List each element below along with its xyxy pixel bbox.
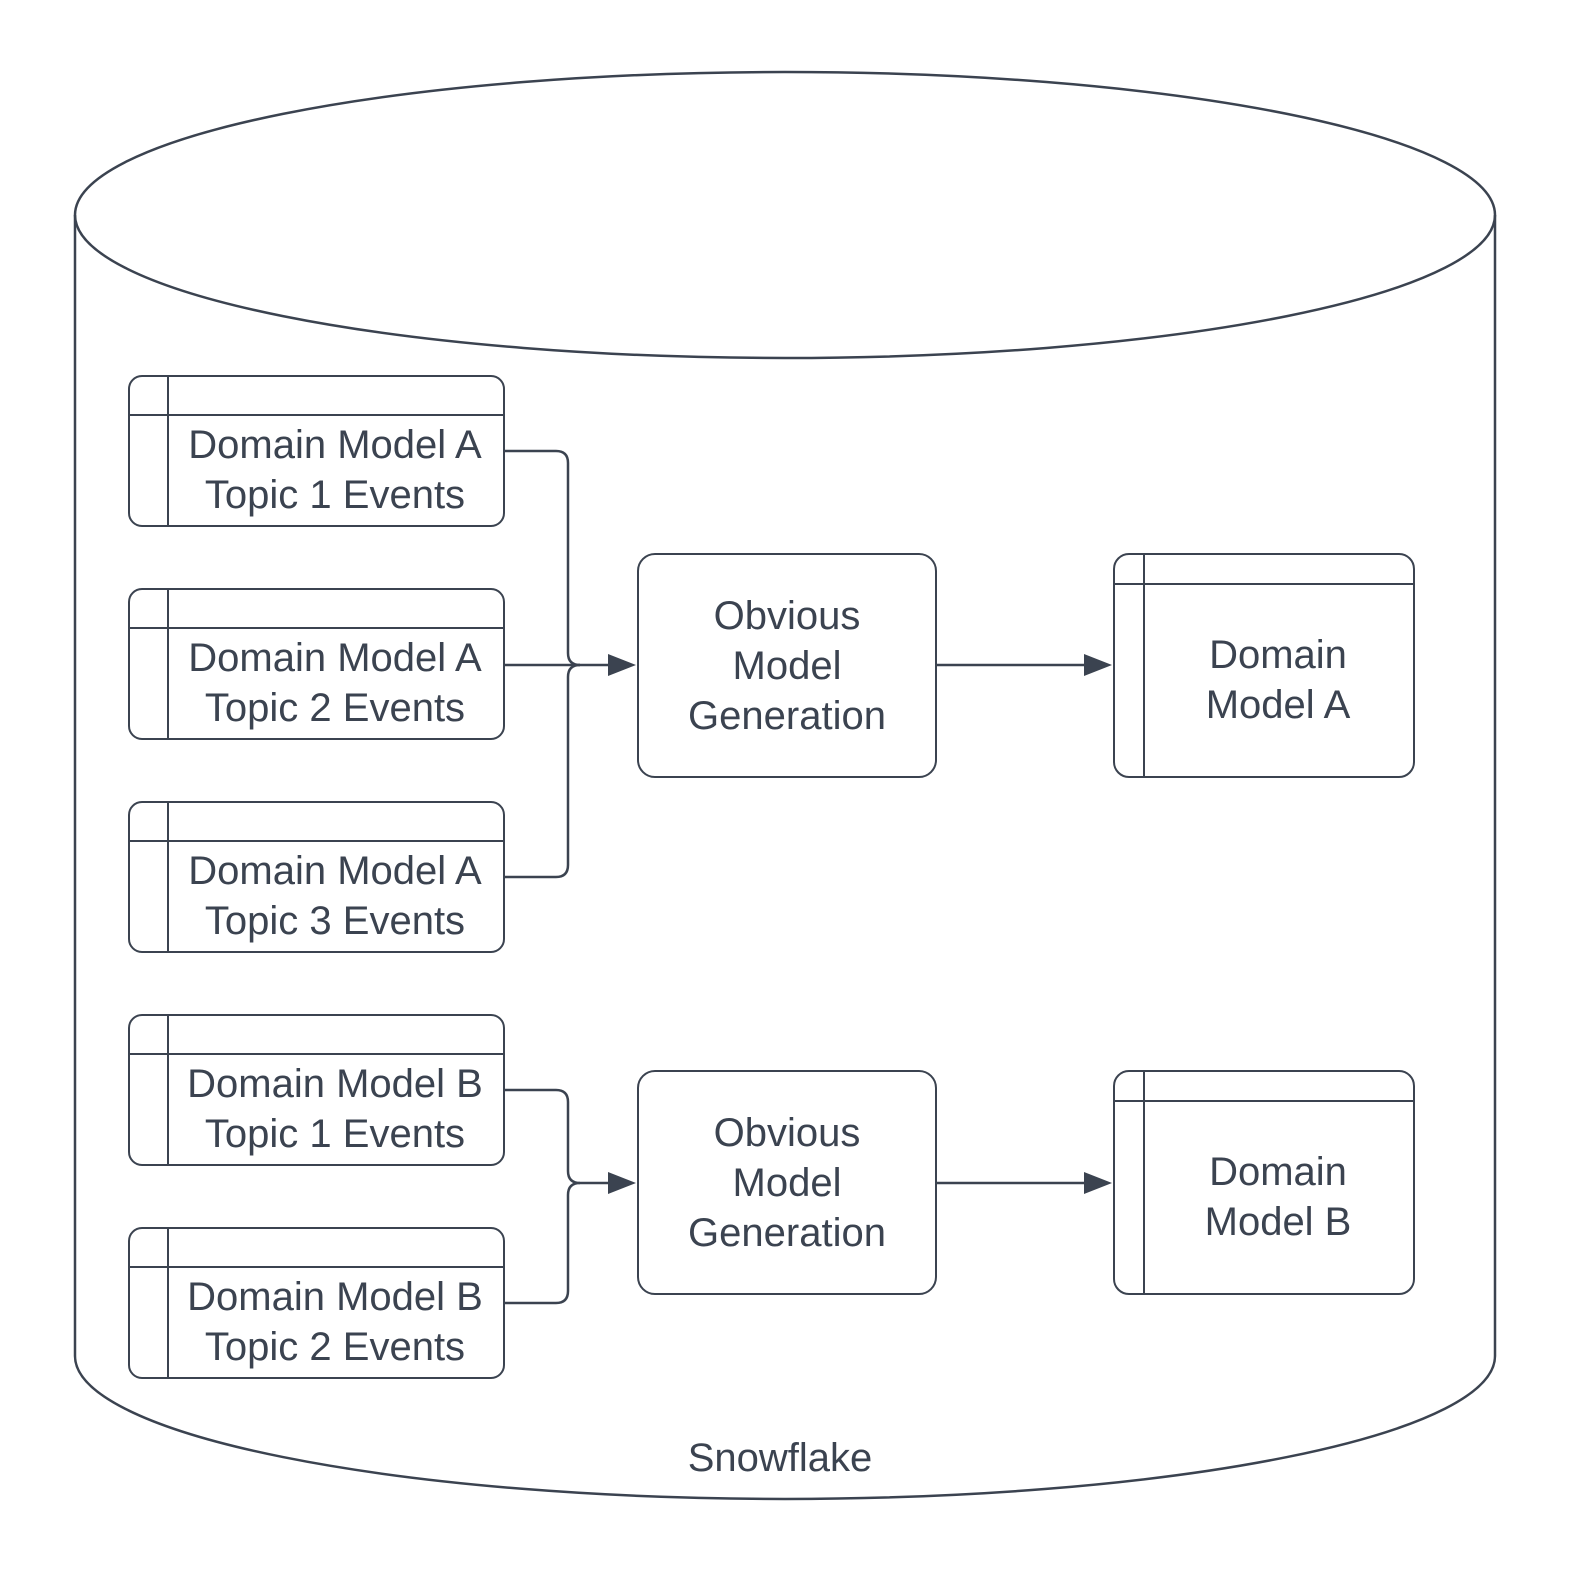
table-header-divider (1115, 1099, 1413, 1102)
table-domain-model-b-topic-2-events: Domain Model B Topic 2 Events (128, 1227, 505, 1379)
arrowhead-into-model-a (1084, 654, 1112, 676)
table-label: Domain Model B (1204, 1149, 1352, 1244)
arrowhead-into-model-b (1084, 1172, 1112, 1194)
table-domain-model-a: Domain Model A (1113, 553, 1415, 778)
cylinder-top-ellipse (73, 70, 1497, 360)
process-obvious-model-generation-a: Obvious Model Generation (637, 553, 937, 778)
table-column-divider (1142, 1072, 1145, 1293)
table-label: Domain Model A Topic 2 Events (188, 635, 482, 730)
table-header-divider (130, 413, 503, 416)
table-domain-model-a-topic-1-events: Domain Model A Topic 1 Events (128, 375, 505, 527)
cylinder-body (73, 215, 1497, 1501)
table-column-divider (1142, 555, 1145, 776)
connector-b-topic2-to-generation (505, 1181, 581, 1305)
table-column-divider (166, 1229, 169, 1377)
connector-a-topic1-to-generation (505, 449, 581, 667)
table-domain-model-a-topic-3-events: Domain Model A Topic 3 Events (128, 801, 505, 953)
process-obvious-model-generation-b: Obvious Model Generation (637, 1070, 937, 1295)
cylinder-caption: Snowflake (687, 1436, 873, 1480)
table-column-divider (166, 1016, 169, 1164)
table-column-divider (166, 377, 169, 525)
table-label: Domain Model A Topic 1 Events (188, 422, 482, 517)
table-header-divider (130, 626, 503, 629)
table-header-divider (1115, 582, 1413, 585)
arrowhead-a-into-generation (608, 654, 636, 676)
connector-b-topic1-to-generation (505, 1088, 581, 1185)
table-label: Domain Model A (1205, 632, 1351, 727)
table-label: Domain Model B Topic 1 Events (187, 1061, 483, 1156)
table-header-divider (130, 1265, 503, 1268)
table-header-divider (130, 839, 503, 842)
table-domain-model-b-topic-1-events: Domain Model B Topic 1 Events (128, 1014, 505, 1166)
table-column-divider (166, 803, 169, 951)
table-column-divider (166, 590, 169, 738)
connector-a-topic3-to-generation (505, 663, 581, 879)
process-label: Obvious Model Generation (688, 1110, 886, 1255)
table-domain-model-b: Domain Model B (1113, 1070, 1415, 1295)
table-label: Domain Model A Topic 3 Events (188, 848, 482, 943)
arrowhead-b-into-generation (608, 1172, 636, 1194)
process-label: Obvious Model Generation (688, 593, 886, 738)
table-domain-model-a-topic-2-events: Domain Model A Topic 2 Events (128, 588, 505, 740)
table-header-divider (130, 1052, 503, 1055)
table-label: Domain Model B Topic 2 Events (187, 1274, 483, 1369)
